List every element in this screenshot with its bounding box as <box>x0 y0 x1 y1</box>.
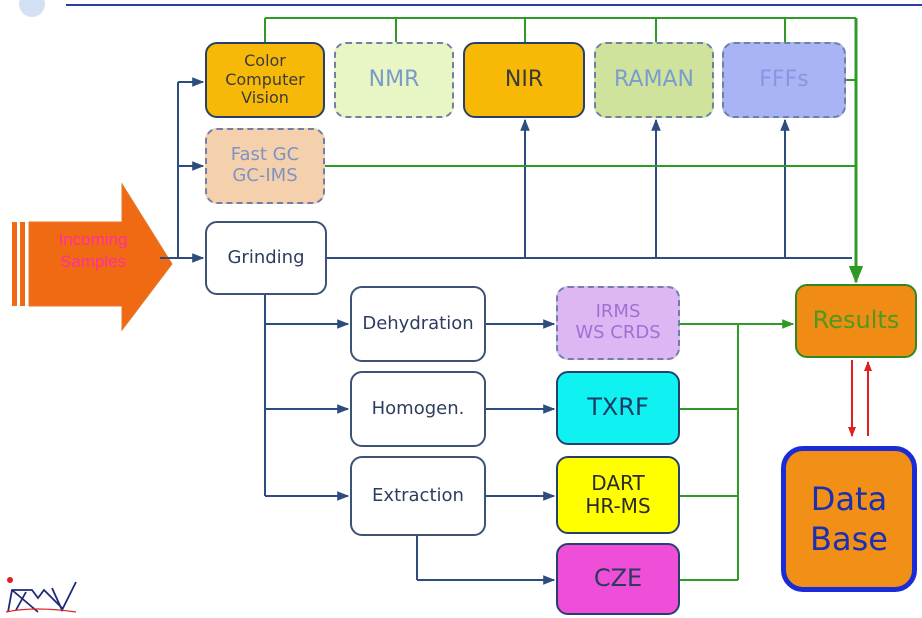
cze-label: CZE <box>593 564 643 593</box>
results-box: Results <box>795 284 917 358</box>
fffs-box: FFFs <box>722 42 846 118</box>
color-computer-vision-box: Color Computer Vision <box>205 42 325 118</box>
extraction-label: Extraction <box>372 484 464 506</box>
results-label: Results <box>812 306 900 335</box>
database-box: Data Base <box>781 446 917 592</box>
extraction-box: Extraction <box>350 456 486 536</box>
nir-box: NIR <box>463 42 585 118</box>
cze-box: CZE <box>556 543 680 615</box>
nir-label: NIR <box>504 67 544 93</box>
color-vision-line2: Computer <box>225 69 305 89</box>
fast-gc-box: Fast GC GC-IMS <box>205 128 325 204</box>
dart-hrms-box: DART HR-MS <box>556 456 680 534</box>
homogen-box: Homogen. <box>350 371 486 447</box>
circle-decoration-icon <box>18 0 48 20</box>
irms-line1: IRMS <box>595 301 641 323</box>
irms-box: IRMS WS CRDS <box>556 286 680 360</box>
color-vision-line1: Color <box>244 51 286 71</box>
raman-box: RAMAN <box>594 42 714 118</box>
raman-label: RAMAN <box>614 67 694 93</box>
database-line2: Base <box>810 520 888 558</box>
dart-line1: DART <box>591 471 645 495</box>
txrf-box: TXRF <box>556 371 680 445</box>
incoming-line2: Samples <box>59 252 127 272</box>
nmr-box: NMR <box>334 42 454 118</box>
grinding-box: Grinding <box>205 221 327 295</box>
incoming-arrow-shape <box>12 182 173 332</box>
dart-line2: HR-MS <box>585 494 651 518</box>
institute-logo-icon <box>4 568 84 614</box>
incoming-line1: Incoming <box>58 230 128 249</box>
grinding-label: Grinding <box>227 246 305 268</box>
homogen-label: Homogen. <box>371 397 465 419</box>
txrf-label: TXRF <box>587 393 649 422</box>
database-line1: Data <box>810 480 888 518</box>
color-vision-line3: Vision <box>241 88 289 108</box>
incoming-samples-label: Incoming Samples <box>38 229 148 273</box>
irms-line2: WS CRDS <box>575 322 661 343</box>
dehydration-label: Dehydration <box>362 312 474 334</box>
nmr-label: NMR <box>368 67 420 93</box>
dehydration-box: Dehydration <box>350 286 486 362</box>
fast-gc-line2: GC-IMS <box>232 165 298 186</box>
fffs-label: FFFs <box>759 67 809 93</box>
fast-gc-line1: Fast GC <box>230 144 300 166</box>
